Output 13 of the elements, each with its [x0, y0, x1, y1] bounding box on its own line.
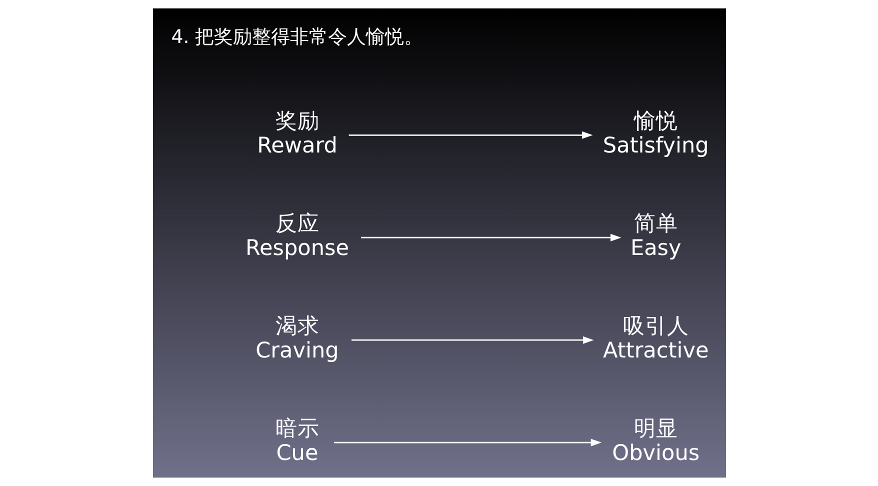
node-text: 简单 Easy	[630, 212, 681, 261]
arrow	[351, 336, 594, 344]
arrow	[334, 438, 602, 446]
node-text: 吸引人 Attractive	[602, 314, 708, 364]
arrow	[360, 234, 621, 242]
node-text: 渴求 Craving	[255, 314, 338, 364]
arrow	[348, 131, 592, 139]
node-text: 反应 Response	[244, 212, 349, 261]
node-text: 愉悦 Satisfying	[602, 109, 708, 158]
label: 4. 把奖励整得非常令人愉悦。	[170, 26, 423, 48]
node-text: 奖励 Reward	[256, 109, 337, 158]
node-text: 暗示 Cue	[274, 416, 319, 466]
node-text: 明显 Obvious	[612, 416, 700, 466]
